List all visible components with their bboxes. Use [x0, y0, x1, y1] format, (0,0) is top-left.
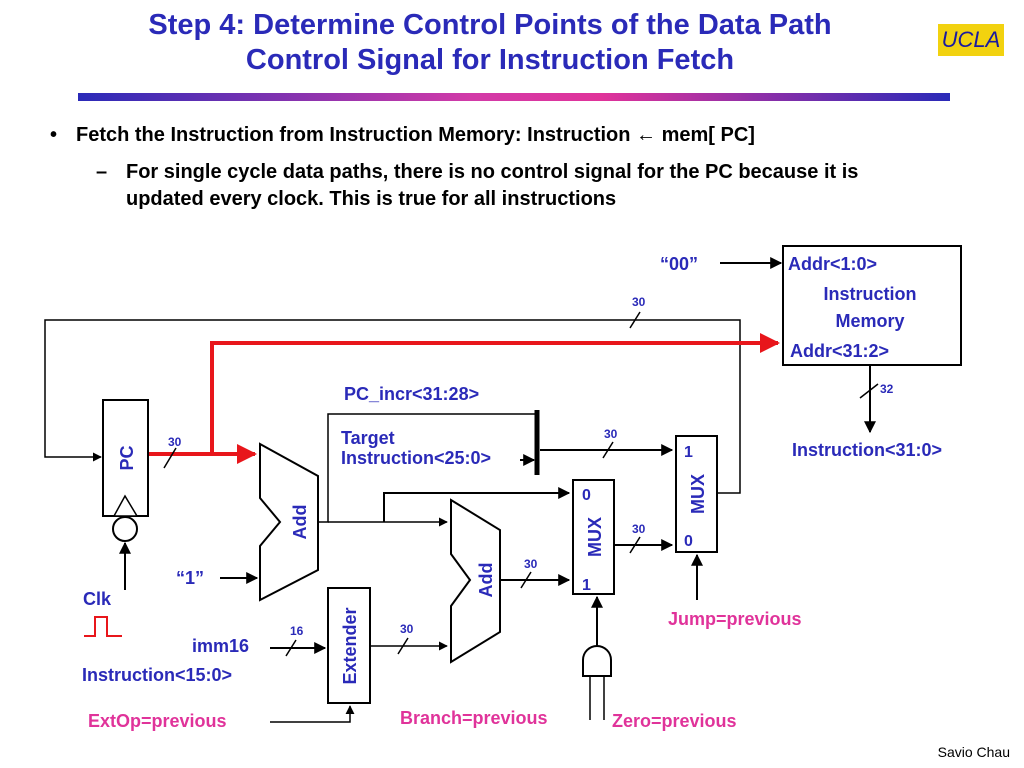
bus-slash	[163, 447, 177, 469]
pc-incr-label: PC_incr<31:28>	[344, 384, 479, 404]
bullet-1: • Fetch the Instruction from Instruction …	[50, 124, 755, 147]
imem-name-line1: Instruction	[824, 284, 917, 304]
mux-label: MUX	[585, 517, 605, 557]
bus-slash	[520, 571, 532, 589]
mux-input-1-label: 1	[684, 444, 693, 461]
mux-label: MUX	[688, 474, 708, 514]
pc-increment-adder	[259, 442, 319, 602]
and-gate-icon	[582, 645, 612, 677]
bullet-2-text: For single cycle data paths, there is no…	[126, 161, 859, 210]
target-label-2: Instruction<25:0>	[341, 448, 491, 468]
bus-width-label: 30	[400, 622, 414, 636]
wire-pc-incr	[318, 413, 536, 523]
clock-pulse-icon	[84, 616, 122, 637]
mux-input-1-label: 1	[582, 577, 591, 594]
bullet-1-text: Fetch the Instruction from Instruction M…	[76, 124, 755, 146]
pc-label: PC	[117, 445, 137, 470]
bus-slash	[397, 637, 409, 655]
bus-slash	[285, 639, 297, 657]
bus-width-label: 30	[632, 295, 646, 309]
bullet-dot: •	[50, 124, 58, 146]
bus-width-label: 32	[880, 382, 894, 396]
jump-control-label: Jump=previous	[668, 609, 802, 629]
imm16-label: imm16	[192, 636, 249, 656]
branch-target-adder	[450, 498, 501, 664]
instruction-memory-box	[782, 245, 962, 366]
imem-addr-1-0-label: Addr<1:0>	[788, 254, 877, 274]
title-rule	[78, 93, 950, 101]
title-line-2: Control Signal for Instruction Fetch	[245, 44, 735, 76]
imem-name-line2: Memory	[835, 311, 904, 331]
title-line-1: Step 4: Determine Control Points of the …	[148, 9, 832, 41]
branch-mux	[572, 479, 615, 595]
bus-width-label: 30	[524, 557, 538, 571]
extop-control-label: ExtOp=previous	[88, 711, 227, 731]
sign-extender	[327, 587, 371, 704]
adder-label: Add	[476, 563, 496, 598]
highlight-pc-to-imem	[210, 333, 780, 454]
bus-width-label: 30	[604, 427, 618, 441]
quote-1-label: “1”	[176, 568, 204, 588]
wire-pc-incr-to-mux0	[383, 487, 571, 522]
ucla-logo: UCLA	[938, 24, 1004, 56]
clock-triangle-icon	[112, 494, 139, 517]
instruction-15-0-label: Instruction<15:0>	[82, 665, 232, 685]
extender-label: Extender	[340, 607, 360, 684]
mux-input-0-label: 0	[684, 533, 693, 550]
bus-slash	[629, 311, 641, 329]
zero-control-label: Zero=previous	[612, 711, 737, 731]
target-label-1: Target	[341, 428, 395, 448]
bus-slash	[629, 536, 641, 554]
quote-00-label: “00”	[660, 254, 698, 274]
bus-width-label: 30	[168, 435, 182, 449]
logo-text: UCLA	[941, 27, 1001, 52]
clock-inverter-bubble	[112, 516, 138, 542]
imem-addr-31-2-label: Addr<31:2>	[790, 341, 889, 361]
wire-mux-out-feedback	[44, 319, 741, 494]
mux-input-0-label: 0	[582, 487, 591, 504]
bullet-dash: –	[96, 161, 108, 183]
instruction-out-label: Instruction<31:0>	[792, 440, 942, 460]
bus-width-label: 16	[290, 624, 304, 638]
bus-slash	[859, 383, 879, 399]
clk-label: Clk	[83, 589, 112, 609]
adder-label: Add	[290, 505, 310, 540]
bus-slash	[602, 441, 614, 459]
jump-mux	[675, 435, 718, 553]
branch-control-label: Branch=previous	[400, 708, 548, 728]
footer-author: Savio Chau	[937, 744, 1010, 760]
slide-title: Step 4: Determine Control Points of the …	[60, 8, 920, 78]
bus-width-label: 30	[632, 522, 646, 536]
wire-extop	[270, 705, 355, 723]
